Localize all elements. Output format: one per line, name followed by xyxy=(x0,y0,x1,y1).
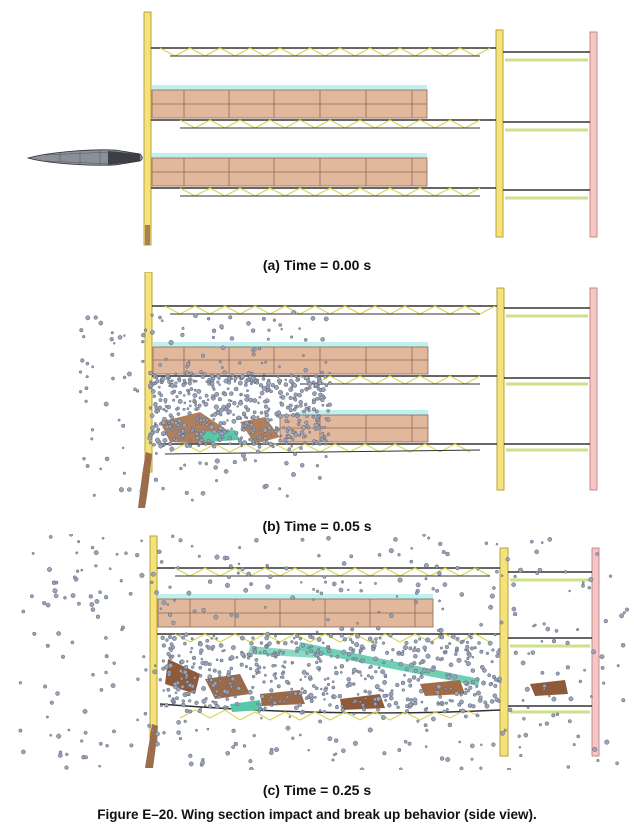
caption-c: (c) Time = 0.25 s xyxy=(262,782,372,798)
front-spar xyxy=(149,535,158,743)
panel-a xyxy=(0,0,634,250)
panel-b xyxy=(0,272,634,512)
caption-b: (b) Time = 0.05 s xyxy=(262,518,372,534)
middle-spar xyxy=(499,547,509,757)
panel-b-drawing xyxy=(78,272,598,508)
truss-diagonals xyxy=(159,47,588,200)
fuel-cells-lower xyxy=(151,153,428,187)
caption-a: (a) Time = 0.00 s xyxy=(262,257,372,273)
rear-spar xyxy=(589,287,598,491)
front-spar xyxy=(143,11,152,246)
front-spar-lower xyxy=(145,225,150,245)
rear-spar xyxy=(589,31,598,238)
fuel-cells-upper xyxy=(152,342,429,375)
middle-spar xyxy=(495,29,504,238)
panel-c xyxy=(0,534,634,770)
front-spar-bent xyxy=(145,724,158,768)
debris-cloud-c xyxy=(18,534,630,770)
panel-a-drawing xyxy=(26,11,598,246)
panel-c-drawing xyxy=(18,534,630,770)
front-spar-bent xyxy=(138,452,152,508)
fuel-cells-upper xyxy=(157,594,434,628)
projectile xyxy=(26,149,143,166)
fuel-cells-upper xyxy=(151,85,428,119)
debris-cloud-b xyxy=(78,310,332,502)
middle-spar xyxy=(496,287,505,491)
figure-caption: Figure E–20. Wing section impact and bre… xyxy=(97,807,537,822)
truss-ribs xyxy=(151,47,590,191)
